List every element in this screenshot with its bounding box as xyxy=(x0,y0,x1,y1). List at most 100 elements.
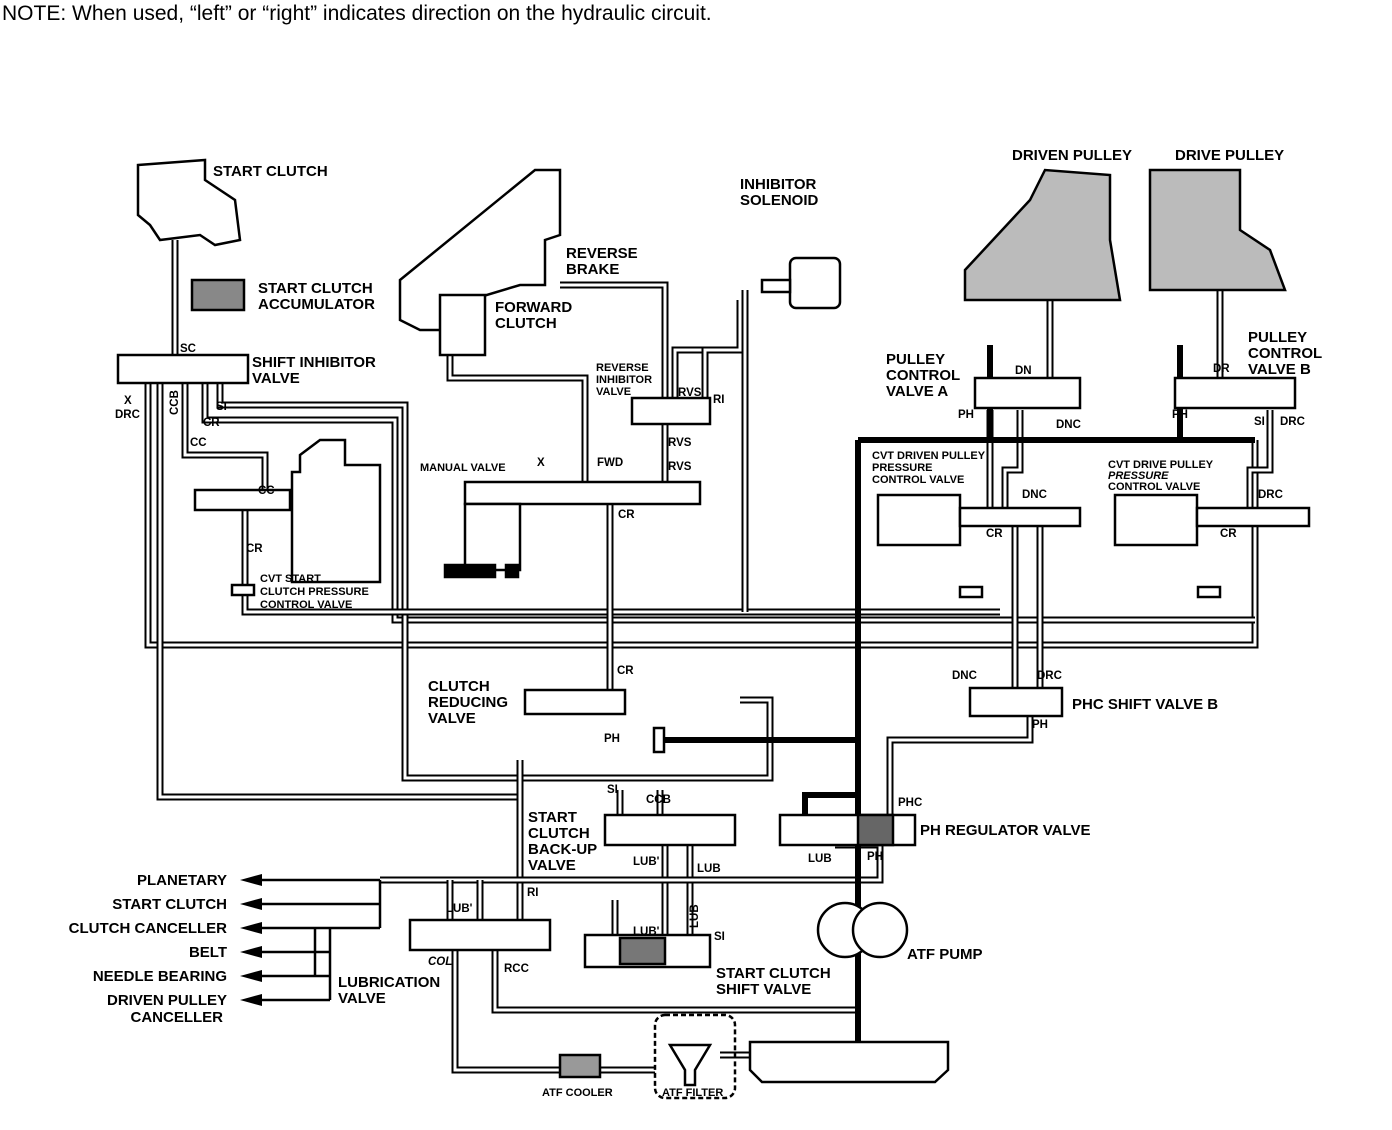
start-clutch-solenoid-shape xyxy=(290,438,382,584)
clutch-reducing-valve-shape xyxy=(523,688,627,716)
label-lubrication-2: VALVE xyxy=(338,990,386,1007)
atf-filter-outline xyxy=(653,1013,737,1100)
arrow-left-icon xyxy=(240,922,262,934)
hydraulic-line-core xyxy=(673,348,705,398)
lubrication-arrows xyxy=(240,874,382,1006)
port-drc-left: DRC xyxy=(115,409,140,421)
port-dnc-a: DNC xyxy=(1056,419,1081,431)
port-ccb-backup: CCB xyxy=(646,794,671,806)
label-sc-shift-1: START CLUTCH xyxy=(716,965,831,982)
label-rev-inhibitor-3: VALVE xyxy=(596,386,631,398)
hydraulic-line-core xyxy=(218,383,772,780)
ph-regulator-valve-shape xyxy=(778,813,917,847)
inhibitor-solenoid-plug xyxy=(760,278,792,294)
label-backup-4: VALVE xyxy=(528,857,576,874)
lub-output-needle-bearing: NEEDLE BEARING xyxy=(93,968,227,985)
reverse-brake-shape xyxy=(398,168,562,332)
label-clutch-reducing-3: VALVE xyxy=(428,710,476,727)
port-cr-reducing: CR xyxy=(617,665,634,677)
lub-output-driven-pulley: DRIVEN PULLEY xyxy=(107,992,227,1009)
label-drive-pulley: DRIVE PULLEY xyxy=(1175,147,1284,164)
inhibitor-solenoid-shape xyxy=(788,256,842,310)
label-clutch-reducing-2: REDUCING xyxy=(428,694,508,711)
cvt-driven-valve-spool xyxy=(958,506,1082,528)
arrow-left-icon xyxy=(240,994,262,1006)
port-x: X xyxy=(124,395,132,407)
label-inhibitor-solenoid-2: SOLENOID xyxy=(740,192,819,209)
port-lub-prime-backup: LUB' xyxy=(633,856,660,868)
label-ph-regulator: PH REGULATOR VALVE xyxy=(920,822,1091,839)
label-backup-3: BACK-UP xyxy=(528,841,597,858)
port-dnc-phc: DNC xyxy=(952,670,977,682)
label-cvt-start-3: CONTROL VALVE xyxy=(260,599,352,611)
label-manual-valve: MANUAL VALVE xyxy=(420,462,506,474)
port-drc-drive: DRC xyxy=(1258,489,1283,501)
atf-cooler-shape xyxy=(558,1053,602,1079)
label-phc-shift-valve-b: PHC SHIFT VALVE B xyxy=(1072,696,1218,713)
port-lub-backup: LUB xyxy=(697,863,721,875)
port-cc-1: CC xyxy=(190,437,207,449)
label-rev-inhibitor-1: REVERSE xyxy=(596,362,649,374)
port-lub-prime-shift: LUB' xyxy=(633,926,660,938)
atf-oil-pan xyxy=(748,1040,950,1084)
label-backup-1: START xyxy=(528,809,577,826)
port-lub-prime-lub: LUB' xyxy=(446,903,473,915)
labels: START CLUTCH START CLUTCH ACCUMULATOR SH… xyxy=(69,147,1323,1099)
pulley-control-valve-b-shape xyxy=(1173,376,1297,410)
lub-output-belt: BELT xyxy=(189,944,227,961)
arrow-left-icon xyxy=(240,898,262,910)
label-pcv-a-1: PULLEY xyxy=(886,351,945,368)
hydraulic-line-core xyxy=(453,950,560,1072)
lubrication-manifold xyxy=(313,880,382,1000)
port-x-manual: X xyxy=(537,457,545,469)
label-atf-cooler: ATF COOLER xyxy=(542,1087,613,1099)
label-drive-pcv-3: CONTROL VALVE xyxy=(1108,481,1200,493)
hydraulic-line-core xyxy=(183,383,267,495)
phc-shift-valve-b-shape xyxy=(968,686,1064,718)
port-drc-phc: DRC xyxy=(1037,670,1062,682)
port-fwd: FWD xyxy=(597,457,623,469)
port-rvs-ri-valve-2: RVS xyxy=(668,437,692,449)
cvt-drive-valve-symbol xyxy=(1196,585,1222,599)
cvt-driven-solenoid-shape xyxy=(876,493,962,547)
port-cc-2: CC xyxy=(258,485,275,497)
driven-pulley-shape xyxy=(963,168,1122,302)
label-start-clutch: START CLUTCH xyxy=(213,163,328,180)
hydraulic-line-core xyxy=(158,383,520,799)
manual-valve-indicator-p xyxy=(504,563,520,579)
cvt-start-valve-symbol xyxy=(230,583,256,597)
label-pcv-a-3: VALVE A xyxy=(886,383,948,400)
port-si-backup: SI xyxy=(607,784,618,796)
port-rvs-manual: RVS xyxy=(668,461,692,473)
label-drive-pcv-1: CVT DRIVE PULLEY xyxy=(1108,459,1214,471)
port-lub-shift: LUB xyxy=(689,904,701,928)
cvt-start-clutch-valve-shape xyxy=(193,488,292,512)
port-si-b: SI xyxy=(1254,416,1265,428)
port-ri: RI xyxy=(713,394,725,406)
label-reverse-brake-1: REVERSE xyxy=(566,245,638,262)
port-ccb-left: CCB xyxy=(169,390,181,415)
label-atf-pump: ATF PUMP xyxy=(907,946,983,963)
hydraulic-line-core xyxy=(146,383,1257,647)
port-drc-b: DRC xyxy=(1280,416,1305,428)
port-sc: SC xyxy=(180,343,196,355)
atf-pump-gear-right xyxy=(851,901,909,959)
manual-valve-shape xyxy=(463,480,702,506)
label-forward-clutch-1: FORWARD xyxy=(495,299,572,316)
port-cr-driven: CR xyxy=(986,528,1003,540)
hydraulic-line-core xyxy=(380,843,882,882)
label-rev-inhibitor-2: INHIBITOR xyxy=(596,374,652,386)
arrow-left-icon xyxy=(240,946,262,958)
cvt-drive-valve-spool xyxy=(1195,506,1311,528)
shift-inhibitor-valve-shape xyxy=(116,353,250,385)
port-dnc-driven: DNC xyxy=(1022,489,1047,501)
hydraulic-line-core xyxy=(703,300,742,398)
hydraulic-line-core xyxy=(888,716,1032,815)
label-cvt-start-2: CLUTCH PRESSURE xyxy=(260,586,369,598)
port-rcc: RCC xyxy=(504,963,529,975)
manual-valve-indicator xyxy=(443,563,497,579)
label-pcv-b-3: VALVE B xyxy=(1248,361,1311,378)
lub-output-clutch-canceller: CLUTCH CANCELLER xyxy=(69,920,227,937)
port-labels: SC DRC X CCB SI CR CC CC CR X FWD RVS CR… xyxy=(115,343,1305,975)
reverse-inhibitor-valve-shape xyxy=(630,396,712,426)
